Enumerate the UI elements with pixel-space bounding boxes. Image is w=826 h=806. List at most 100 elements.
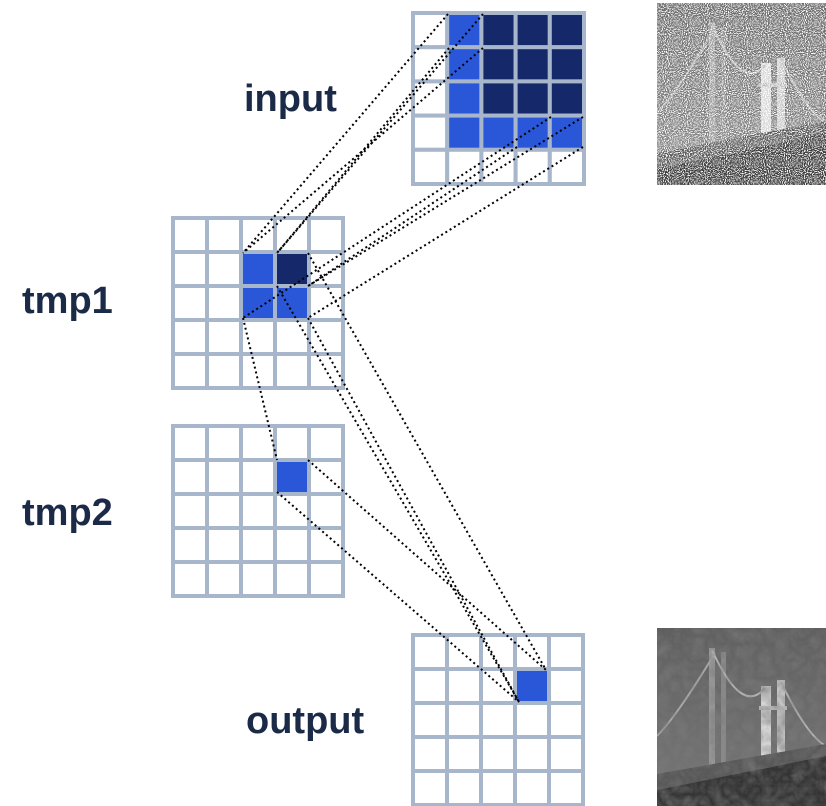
input-cell-dark bbox=[547, 11, 586, 50]
input-cell bbox=[411, 147, 450, 187]
tmp2-cell bbox=[307, 492, 345, 530]
output-cell bbox=[411, 769, 449, 806]
tmp1-cell bbox=[307, 284, 345, 322]
output-cell bbox=[445, 633, 483, 671]
tmp2-cell bbox=[239, 458, 277, 496]
tmp2-cell bbox=[205, 458, 243, 496]
input-cell-highlight bbox=[445, 11, 484, 50]
dotted-connector-line bbox=[307, 146, 584, 319]
dotted-connector-line bbox=[307, 116, 584, 287]
tmp1-cell bbox=[205, 284, 243, 322]
input-cell bbox=[411, 79, 450, 118]
input-cell bbox=[411, 113, 450, 152]
input-cell bbox=[547, 147, 586, 187]
output-cell bbox=[479, 701, 517, 739]
output-cell bbox=[547, 735, 585, 773]
tmp2-cell bbox=[171, 492, 209, 530]
input-cell-highlight bbox=[445, 45, 484, 84]
tmp2-cell bbox=[239, 492, 277, 530]
output-cell bbox=[547, 769, 585, 806]
tmp1-cell bbox=[273, 318, 311, 356]
tmp1-cell-highlight bbox=[239, 250, 277, 288]
tmp2-cell bbox=[171, 424, 209, 462]
input-cell-dark bbox=[479, 79, 518, 118]
output-cell bbox=[445, 769, 483, 806]
filtered-output-photo bbox=[657, 628, 826, 806]
input-cell-dark bbox=[547, 45, 586, 84]
tmp2-cell bbox=[205, 492, 243, 530]
tmp1-cell bbox=[239, 318, 277, 356]
output-label: output bbox=[246, 700, 365, 742]
input-cell-highlight bbox=[547, 113, 586, 152]
dotted-connector-line bbox=[276, 491, 520, 703]
input-cell-highlight bbox=[445, 79, 484, 118]
dotted-connector-line bbox=[242, 317, 278, 461]
tmp1-cell bbox=[205, 250, 243, 288]
tmp1-cell bbox=[171, 250, 209, 288]
tmp2-cell bbox=[307, 560, 345, 598]
tmp2-cell-highlight bbox=[273, 458, 311, 496]
tmp1-cell-highlight bbox=[239, 284, 277, 322]
input-cell-dark bbox=[513, 79, 552, 118]
output-cell bbox=[445, 701, 483, 739]
input-cell bbox=[513, 147, 552, 187]
tmp2-label: tmp2 bbox=[22, 492, 113, 534]
output-cell bbox=[513, 701, 551, 739]
output-grid bbox=[411, 633, 585, 806]
tmp1-cell bbox=[171, 216, 209, 254]
tmp2-cell bbox=[273, 424, 311, 462]
tmp1-cell bbox=[273, 352, 311, 390]
tmp1-cell bbox=[205, 318, 243, 356]
input-cell-dark bbox=[479, 11, 518, 50]
output-cell bbox=[411, 701, 449, 739]
tmp1-label: tmp1 bbox=[22, 280, 113, 322]
output-cell bbox=[445, 735, 483, 773]
tmp1-cell bbox=[171, 284, 209, 322]
tmp2-cell bbox=[171, 458, 209, 496]
input-cell bbox=[445, 147, 484, 187]
tmp2-grid bbox=[171, 424, 345, 598]
dotted-connector-line bbox=[307, 317, 520, 703]
output-cell bbox=[411, 735, 449, 773]
tmp2-cell bbox=[205, 424, 243, 462]
input-cell bbox=[411, 11, 450, 50]
dotted-connector-line bbox=[242, 116, 552, 319]
output-cell bbox=[445, 667, 483, 705]
dotted-connector-line bbox=[276, 285, 520, 703]
tmp1-cell bbox=[171, 318, 209, 356]
output-cell bbox=[513, 633, 551, 671]
tmp1-cell bbox=[205, 352, 243, 390]
input-cell-dark bbox=[547, 79, 586, 118]
output-cell bbox=[513, 769, 551, 806]
tmp1-cell-dark bbox=[273, 250, 311, 288]
tmp2-cell bbox=[205, 560, 243, 598]
tmp1-cell bbox=[205, 216, 243, 254]
input-cell-dark bbox=[513, 11, 552, 50]
tmp2-cell bbox=[307, 458, 345, 496]
output-cell bbox=[547, 633, 585, 671]
input-cell-dark bbox=[479, 45, 518, 84]
tmp2-cell bbox=[273, 560, 311, 598]
input-cell-highlight bbox=[479, 113, 518, 152]
tmp2-cell bbox=[171, 560, 209, 598]
tmp1-cell bbox=[171, 352, 209, 390]
output-cell bbox=[479, 735, 517, 773]
output-cell bbox=[411, 667, 449, 705]
tmp2-cell bbox=[239, 560, 277, 598]
output-cell bbox=[479, 769, 517, 806]
tmp2-cell bbox=[239, 526, 277, 564]
dotted-connector-line bbox=[307, 146, 518, 287]
output-cell-highlight bbox=[513, 667, 551, 705]
tmp1-cell bbox=[307, 216, 345, 254]
tmp2-cell bbox=[205, 526, 243, 564]
input-cell-dark bbox=[513, 45, 552, 84]
input-label: input bbox=[244, 78, 337, 120]
noisy-input-photo bbox=[657, 3, 826, 185]
tmp2-cell bbox=[273, 492, 311, 530]
output-cell bbox=[547, 667, 585, 705]
output-cell bbox=[479, 633, 517, 671]
output-cell bbox=[411, 633, 449, 671]
input-cell-highlight bbox=[445, 113, 484, 152]
